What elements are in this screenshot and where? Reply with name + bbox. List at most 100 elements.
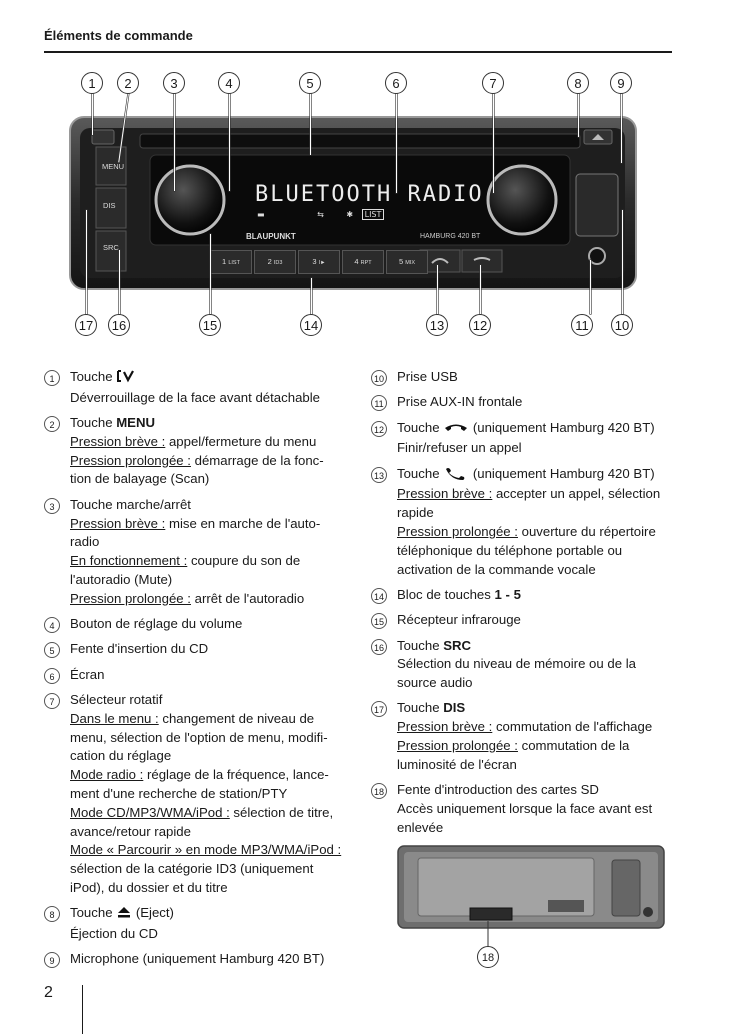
description-line: Écran bbox=[70, 666, 344, 685]
item-number: 12 bbox=[371, 420, 387, 437]
description-item-12: 12 Touche (uniquement Hamburg 420 BT)Fini… bbox=[371, 419, 671, 459]
description-line: iPod), du dossier et du titre bbox=[70, 879, 344, 898]
description-text: Bouton de réglage du volume bbox=[70, 616, 243, 632]
description-line: tion de balayage (Scan) bbox=[70, 470, 344, 489]
callout-4: 4 bbox=[218, 72, 240, 94]
description-item-14: 14 Bloc de touches 1 - 5 bbox=[371, 586, 671, 605]
menu-button-label[interactable]: MENU bbox=[102, 162, 125, 171]
condition-label: Pression brève : bbox=[397, 719, 493, 735]
cd-slot bbox=[139, 133, 581, 149]
item-number: 8 bbox=[44, 906, 60, 923]
preset-key-5[interactable]: 5 MIX bbox=[386, 250, 428, 274]
leader-7 bbox=[493, 93, 495, 193]
description-text: Bloc de touches bbox=[397, 586, 495, 602]
description-line: l'autoradio (Mute) bbox=[70, 571, 344, 590]
condition-label: Mode CD/MP3/WMA/iPod : bbox=[70, 804, 230, 820]
description-text: appel/fermeture du menu bbox=[165, 433, 317, 449]
description-line: Pression prolongée : démarrage de la fon… bbox=[70, 452, 344, 471]
leader-10 bbox=[622, 210, 624, 314]
description-line: Sélection du niveau de mémoire ou de la bbox=[397, 655, 671, 674]
description-text: Finir/refuser un appel bbox=[397, 440, 522, 456]
description-text: activation de la commande vocale bbox=[397, 561, 596, 577]
leader-3 bbox=[174, 93, 176, 191]
phone-icon bbox=[443, 466, 469, 486]
description-line: radio bbox=[70, 533, 344, 552]
description-text: réglage de la fréquence, lance- bbox=[143, 767, 329, 783]
callout-18: 18 bbox=[477, 946, 499, 968]
description-line: menu, sélection de l'option de menu, mod… bbox=[70, 729, 344, 748]
rotary-selector bbox=[486, 164, 558, 236]
condition-label: Pression brève : bbox=[70, 433, 166, 449]
description-line: avance/retour rapide bbox=[70, 823, 344, 842]
description-text: Touche bbox=[70, 905, 117, 921]
item-number: 9 bbox=[44, 952, 60, 969]
callout-11: 11 bbox=[571, 314, 593, 336]
usb-port bbox=[575, 173, 619, 237]
description-line: Mode « Parcourir » en mode MP3/WMA/iPod … bbox=[70, 841, 344, 860]
item-number: 17 bbox=[371, 701, 387, 718]
folder-icon: ▬ bbox=[257, 210, 265, 219]
description-text: (uniquement Hamburg 420 BT) bbox=[469, 465, 655, 481]
description-text: Éjection du CD bbox=[70, 926, 158, 942]
description-line: Bloc de touches 1 - 5 bbox=[397, 586, 671, 605]
description-text: l'autoradio (Mute) bbox=[70, 571, 173, 587]
description-text: Touche bbox=[397, 700, 444, 716]
condition-label: Dans le menu : bbox=[70, 710, 159, 726]
preset-key-1[interactable]: 1 LIST bbox=[210, 250, 252, 274]
description-line: Mode radio : réglage de la fréquence, la… bbox=[70, 766, 344, 785]
description-line: sélection de la catégorie ID3 (uniquemen… bbox=[70, 860, 344, 879]
description-text: Fente d'insertion du CD bbox=[70, 641, 209, 657]
description-line: Touche (uniquement Hamburg 420 BT) bbox=[397, 419, 671, 440]
dis-button-label[interactable]: DIS bbox=[103, 201, 116, 210]
description-line: Dans le menu : changement de niveau de bbox=[70, 710, 344, 729]
item-number: 7 bbox=[44, 692, 60, 709]
description-text: commutation de la bbox=[517, 738, 630, 754]
description-line: Pression prolongée : commutation de la bbox=[397, 737, 671, 756]
description-text: Déverrouillage de la face avant détachab… bbox=[70, 389, 320, 405]
description-line: Touche marche/arrêt bbox=[70, 496, 344, 515]
callout-9: 9 bbox=[610, 72, 632, 94]
leader-4 bbox=[229, 93, 231, 191]
model-name: HAMBURG 420 BT bbox=[420, 233, 481, 240]
callout-5: 5 bbox=[299, 72, 321, 94]
description-line: En fonctionnement : coupure du son de bbox=[70, 552, 344, 571]
description-line: Déverrouillage de la face avant détachab… bbox=[70, 389, 344, 408]
description-line: Microphone (uniquement Hamburg 420 BT) bbox=[70, 950, 344, 969]
condition-label: Mode radio : bbox=[70, 767, 144, 783]
preset-key-3[interactable]: 3 I► bbox=[298, 250, 340, 274]
leader-8 bbox=[578, 93, 580, 137]
display-text: BLUETOOTH RADIO bbox=[255, 182, 484, 207]
preset-key-2[interactable]: 2 ID3 bbox=[254, 250, 296, 274]
item-number: 14 bbox=[371, 587, 387, 604]
description-line: Récepteur infrarouge bbox=[397, 611, 671, 630]
description-line: Sélecteur rotatif bbox=[70, 691, 344, 710]
preset-key-4[interactable]: 4 RPT bbox=[342, 250, 384, 274]
callout-14: 14 bbox=[300, 314, 322, 336]
description-line: Touche MENU bbox=[70, 414, 344, 433]
description-text: Prise AUX-IN frontale bbox=[397, 394, 523, 410]
leader-12 bbox=[480, 265, 482, 314]
header-rule bbox=[44, 51, 672, 53]
description-text: Touche bbox=[397, 419, 444, 435]
eject-icon bbox=[116, 905, 132, 925]
description-line: Touche SRC bbox=[397, 637, 671, 656]
leader-9 bbox=[621, 93, 623, 163]
description-line: Mode CD/MP3/WMA/iPod : sélection de titr… bbox=[70, 804, 344, 823]
key-label: SRC bbox=[443, 637, 472, 653]
section-title: Éléments de commande bbox=[44, 28, 193, 43]
src-button-label[interactable]: SRC bbox=[103, 243, 119, 252]
description-line: Pression brève : accepter un appel, séle… bbox=[397, 485, 671, 504]
item-number: 15 bbox=[371, 613, 387, 630]
leader-14 bbox=[311, 278, 313, 314]
description-text: Écran bbox=[70, 666, 105, 682]
description-line: Touche bbox=[70, 368, 344, 389]
leader-17 bbox=[86, 210, 88, 314]
item-number: 13 bbox=[371, 466, 387, 483]
description-line: Pression brève : commutation de l'affich… bbox=[397, 718, 671, 737]
